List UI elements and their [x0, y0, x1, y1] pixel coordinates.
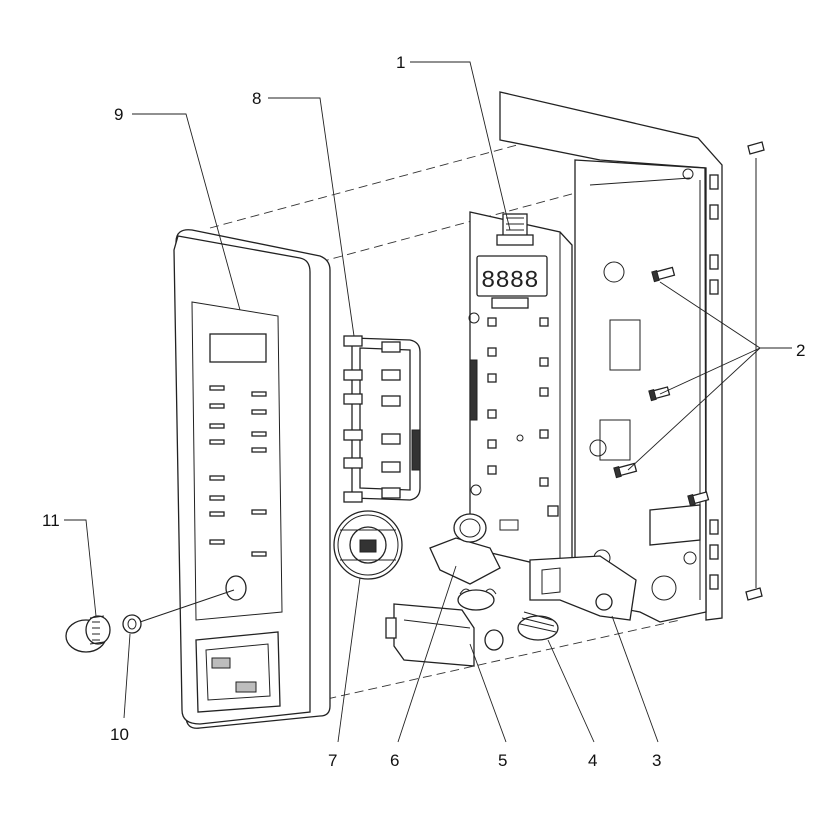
washer — [122, 614, 142, 634]
led-display-digits: 8888 — [481, 268, 539, 295]
control-panel — [173, 229, 331, 729]
callout-9: 9 — [114, 105, 123, 124]
callout-5: 5 — [498, 751, 507, 770]
key-switch-frame — [343, 335, 421, 503]
callout-2: 2 — [796, 341, 805, 360]
assembly-guide-lines — [209, 127, 706, 706]
screws — [613, 141, 765, 601]
callout-8: 8 — [252, 89, 261, 108]
callout-labels: 1 2 3 4 5 6 7 8 9 10 11 — [42, 53, 805, 770]
callout-1: 1 — [396, 53, 405, 72]
switch-holder — [529, 555, 637, 621]
leader-lines — [64, 61, 792, 743]
callout-10: 10 — [110, 725, 129, 744]
encoder-gear — [333, 510, 403, 580]
release-lever — [429, 513, 501, 585]
callout-7: 7 — [328, 751, 337, 770]
tact-switches — [487, 317, 559, 517]
callout-11: 11 — [42, 511, 60, 530]
callout-6: 6 — [390, 751, 399, 770]
panel-key-marks — [209, 385, 267, 557]
callout-4: 4 — [588, 751, 597, 770]
push-button — [385, 603, 504, 667]
springs — [457, 588, 559, 641]
control-knob — [65, 615, 111, 653]
callout-3: 3 — [652, 751, 661, 770]
control-pcb: 8888 — [468, 211, 573, 573]
